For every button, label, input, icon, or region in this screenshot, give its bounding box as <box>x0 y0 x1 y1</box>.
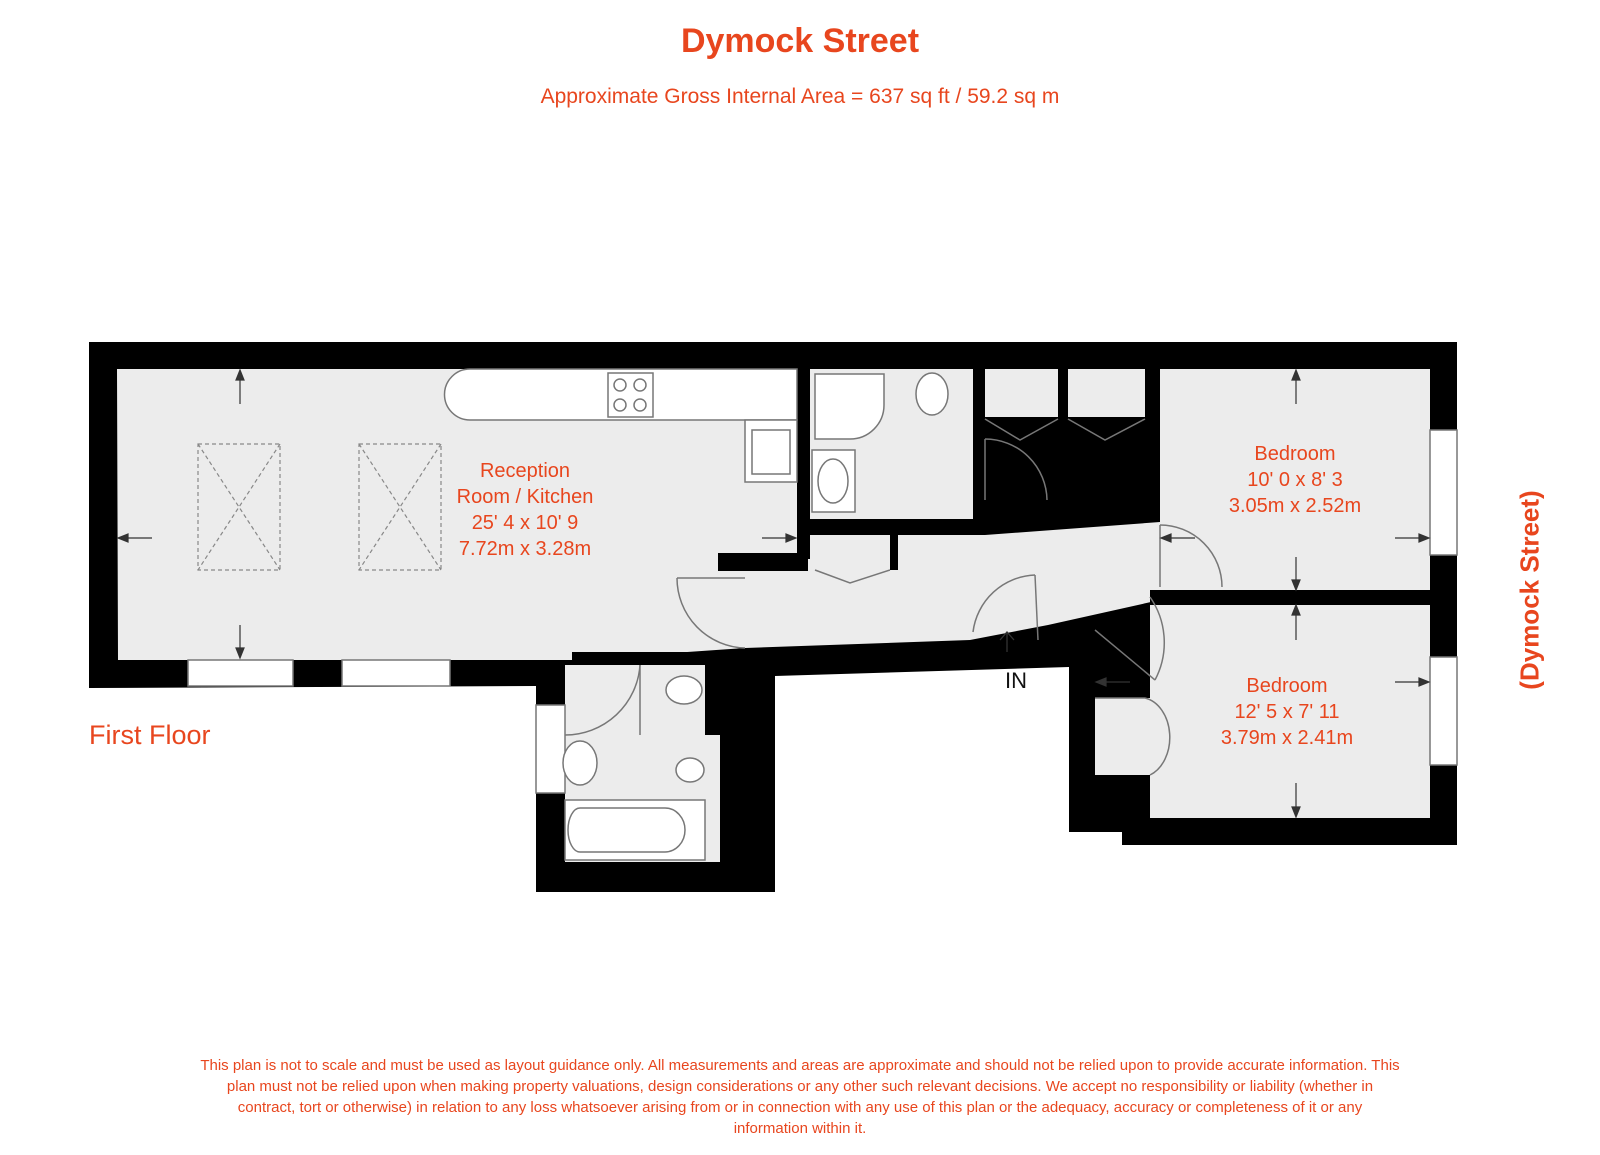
window-bedroom2 <box>1429 656 1458 766</box>
wall-wardrobe-bedroom1 <box>1145 369 1160 419</box>
wall-bedrooms <box>1150 590 1430 605</box>
reception-imperial: 25' 4 x 10' 9 <box>471 512 579 534</box>
wall-hall-cupboard <box>890 535 898 570</box>
toilet <box>915 372 949 416</box>
street-label: (Dymock Street) <box>1514 490 1545 690</box>
wall-bathroom-top <box>572 652 745 665</box>
wall-bedroom2-cupboard <box>1095 690 1150 698</box>
windows <box>187 429 1458 794</box>
entrance-arrow-icon <box>999 631 1015 652</box>
doors <box>564 418 1223 776</box>
disclaimer: This plan is not to scale and must be us… <box>200 1057 1400 1137</box>
shower-fixtures <box>811 372 949 513</box>
bedroom1-floor <box>1160 369 1430 590</box>
plan-title: Dymock Street <box>680 22 920 60</box>
hob <box>607 372 654 418</box>
window-reception-2 <box>341 659 451 687</box>
floor-areas <box>117 369 1430 862</box>
skylights <box>197 443 442 571</box>
dimension-arrows <box>116 368 1431 819</box>
wall-bathroom-east <box>705 665 745 735</box>
floor-label: First Floor <box>89 720 211 750</box>
entrance-label: IN <box>1005 668 1027 693</box>
bidet <box>675 757 705 783</box>
bedroom2-name: Bedroom <box>1246 675 1328 697</box>
window-reception-1 <box>187 659 294 687</box>
area-subtitle: Approximate Gross Internal Area = 637 sq… <box>540 85 1060 108</box>
wall-shower-wardrobe <box>973 369 985 439</box>
bath-toilet <box>665 675 703 705</box>
wall-cupboard <box>718 553 808 571</box>
bedroom2-metric: 3.79m x 2.41m <box>1220 727 1354 749</box>
wall-hall-north <box>810 508 1160 535</box>
bedroom1-metric: 3.05m x 2.52m <box>1228 495 1362 517</box>
bedroom1-label: Bedroom 10' 0 x 8' 3 3.05m x 2.52m <box>1220 441 1370 519</box>
window-bedroom1 <box>1429 429 1458 556</box>
bathroom-fixtures <box>562 675 706 861</box>
interior-walls <box>572 369 1430 735</box>
window-bathroom <box>535 704 566 794</box>
reception-metric: 7.72m x 3.28m <box>458 538 592 560</box>
shower-tray <box>814 373 885 440</box>
bedroom1-imperial: 10' 0 x 8' 3 <box>1247 469 1343 491</box>
bath-basin <box>562 740 598 786</box>
kitchen-fixtures <box>443 368 798 483</box>
bedroom2-floor <box>1095 605 1430 818</box>
kitchen-sink <box>751 429 791 475</box>
hall-floor <box>745 520 1160 648</box>
wall-wardrobe-mid <box>1058 369 1068 419</box>
reception-label: Reception Room / Kitchen 25' 4 x 10' 9 7… <box>440 458 610 562</box>
bedroom2-imperial: 12' 5 x 7' 11 <box>1234 701 1340 723</box>
bedroom2-label: Bedroom 12' 5 x 7' 11 3.79m x 2.41m <box>1212 673 1362 751</box>
reception-name-1: Reception <box>479 460 571 482</box>
reception-floor <box>117 369 797 660</box>
wall-kitchen-shower <box>797 369 810 559</box>
bedroom1-name: Bedroom <box>1254 443 1336 465</box>
reception-name-2: Room / Kitchen <box>456 486 594 508</box>
